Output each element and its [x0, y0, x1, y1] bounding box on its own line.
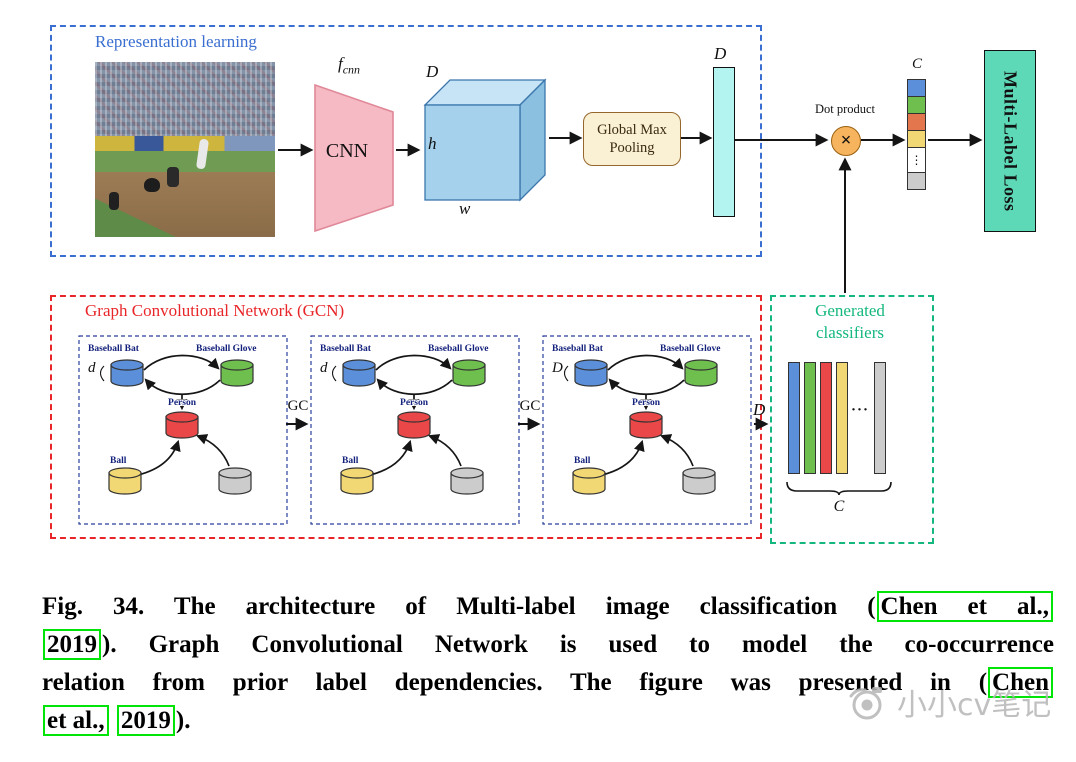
photo-crowd [95, 62, 275, 136]
caption-text: ). Graph Convolutional Network is used t… [102, 631, 1054, 658]
gcn-dim-label-2: d [320, 360, 328, 376]
figure-caption: Fig. 34. The architecture of Multi-label… [42, 588, 1054, 740]
citation-link[interactable]: et al., [43, 705, 109, 736]
feature-cube [423, 78, 547, 202]
gcn-box [50, 295, 762, 539]
representation-learning-box [50, 25, 762, 257]
photo-fielder [109, 191, 120, 210]
score-cell-blue [907, 79, 926, 97]
classifier-dim-d-label: D [753, 400, 766, 419]
caption-line: 2019). Graph Convolutional Network is us… [42, 626, 1054, 664]
caption-line: relation from prior label dependencies. … [42, 664, 1054, 702]
classifier-bars [788, 362, 848, 474]
classifier-bar-yellow [836, 362, 848, 474]
input-image [95, 62, 275, 237]
cube-height-label: h [428, 134, 437, 153]
caption-line: Fig. 34. The architecture of Multi-label… [42, 588, 1054, 626]
generated-classifiers-title: Generated classifiers [815, 301, 885, 343]
cube-depth-label: D [426, 62, 439, 81]
gcn-subgraph-2 [310, 335, 520, 525]
classifier-dots: ··· [850, 402, 869, 418]
caption-text [110, 707, 116, 734]
gc-operation-label-1: GC [287, 398, 309, 414]
classifier-dim-c-label: C [833, 498, 845, 515]
fcnn-base: f [338, 54, 343, 73]
score-cell-green [907, 96, 926, 114]
gcn-title: Graph Convolutional Network (GCN) [85, 301, 345, 320]
classifier-bar-green [804, 362, 816, 474]
representation-learning-title: Representation learning [95, 32, 257, 51]
global-max-pooling-box: Global Max Pooling [583, 112, 681, 166]
score-dim-label: C [911, 56, 922, 72]
photo-banner [95, 135, 275, 152]
citation-link[interactable]: 2019 [116, 705, 175, 736]
score-cell-orange [907, 113, 926, 131]
classifier-brace [786, 481, 892, 496]
citation-link[interactable]: Chen [988, 667, 1053, 698]
score-vector: ⋮ [907, 79, 926, 190]
classifier-bar-gray [874, 362, 886, 474]
gcn-dim-label-1: d [88, 360, 96, 376]
multi-label-loss-label: Multi-Label Loss [1000, 70, 1021, 212]
gcn-subgraph-3 [542, 335, 752, 525]
caption-text: ). [175, 707, 191, 734]
caption-text: Fig. 34. The architecture of Multi-label… [42, 593, 876, 620]
watermark-text: 小小cv笔记 [897, 688, 1052, 723]
classifier-bar-red [820, 362, 832, 474]
gcn-subgraph-1 [78, 335, 288, 525]
cnn-label: CNN [325, 140, 369, 162]
generated-classifiers-box [770, 295, 934, 544]
caption-line: et al., 2019). [42, 702, 1054, 740]
dot-product-label: Dot product [814, 102, 876, 116]
photo-umpire [167, 167, 179, 187]
gc-operation-label-2: GC [519, 398, 541, 414]
cube-width-label: w [459, 199, 471, 218]
multi-label-loss-box: Multi-Label Loss [984, 50, 1036, 232]
caption-text: relation from prior label dependencies. … [42, 669, 988, 696]
photo-catcher [143, 177, 160, 192]
fcnn-label: fcnn [338, 54, 360, 77]
score-cell-dots: ⋮ [907, 147, 926, 173]
watermark-camera-icon [849, 687, 882, 720]
score-cell-yellow [907, 130, 926, 148]
cnn-trapezoid [314, 84, 394, 233]
photo-outfield [95, 151, 275, 173]
fcnn-subscript: cnn [342, 62, 361, 77]
score-cell-gray [907, 172, 926, 190]
dot-product-icon: × [831, 126, 861, 156]
citation-link[interactable]: Chen et al., [876, 591, 1053, 622]
watermark: 小小cv笔记 [845, 680, 1051, 724]
citation-link[interactable]: 2019 [43, 629, 101, 660]
feature-vector-bar [713, 67, 735, 217]
feature-dim-label: D [714, 44, 727, 63]
classifier-bar-blue [788, 362, 800, 474]
gcn-dim-label-3: D [552, 360, 563, 376]
